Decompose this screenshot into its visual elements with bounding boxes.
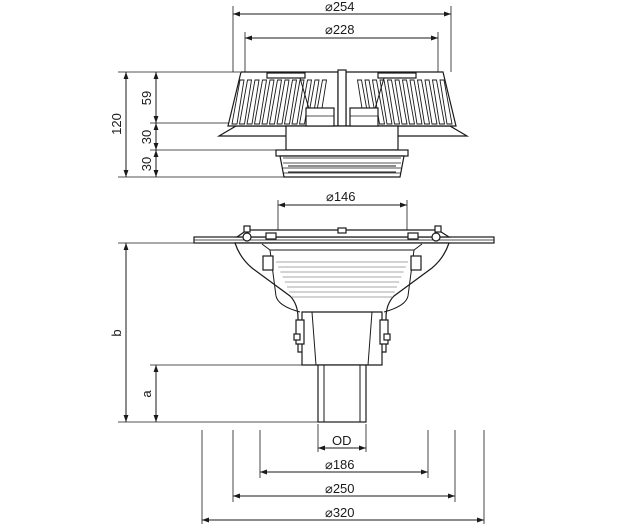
height-dimensions-body: b a [109,242,318,423]
grate-fin [424,79,438,125]
diameter-250-label: ⌀250 [325,481,355,496]
grate-fin [291,79,305,125]
diameter-254-label: ⌀254 [325,0,355,14]
svg-text:⌀320: ⌀320 [325,505,355,520]
grate-fin [253,79,268,125]
height-30-collar-label: 30 [139,157,154,171]
grate-fin [246,79,260,125]
grate-fin [439,79,453,125]
grate-fin [371,79,386,125]
height-a-label: a [139,390,154,398]
grate-fin [386,79,401,125]
grate-fin [401,79,416,125]
height-120-label: 120 [109,113,124,135]
grate-fin [431,79,446,125]
svg-text:⌀146: ⌀146 [326,189,356,204]
svg-text:⌀250: ⌀250 [325,481,355,496]
height-dimensions-top: 120 59 30 30 [109,71,290,178]
grate-fin [283,79,298,125]
svg-text:⌀186: ⌀186 [325,457,355,472]
svg-text:⌀254: ⌀254 [325,0,355,14]
grate-fin [298,79,313,125]
grate-fin [238,79,253,125]
od-label: OD [332,433,352,448]
grate-fin [231,79,245,125]
grate-fin [416,79,431,125]
diameter-228-label: ⌀228 [325,22,355,37]
diameter-320-label: ⌀320 [325,505,355,520]
grate-fin [409,79,423,125]
grate-fin [394,79,408,125]
svg-text:⌀228: ⌀228 [325,22,355,37]
grate-fin [261,79,275,125]
diameter-186-label: ⌀186 [325,457,355,472]
top-diameter-dimensions: ⌀254 ⌀228 [232,0,452,72]
bottom-diameter-dimensions: OD ⌀186 ⌀250 ⌀320 [201,424,485,524]
grate-fin [379,79,393,125]
grate-ring [275,107,409,178]
diameter-146-label: ⌀146 [326,189,356,204]
grate-fin [268,79,283,125]
grate-fin [276,79,290,125]
height-b-label: b [109,329,124,336]
flange-dimension: ⌀146 [277,189,408,237]
drain-body [193,225,495,423]
height-30-ring-label: 30 [139,130,154,144]
height-59-label: 59 [139,91,154,105]
